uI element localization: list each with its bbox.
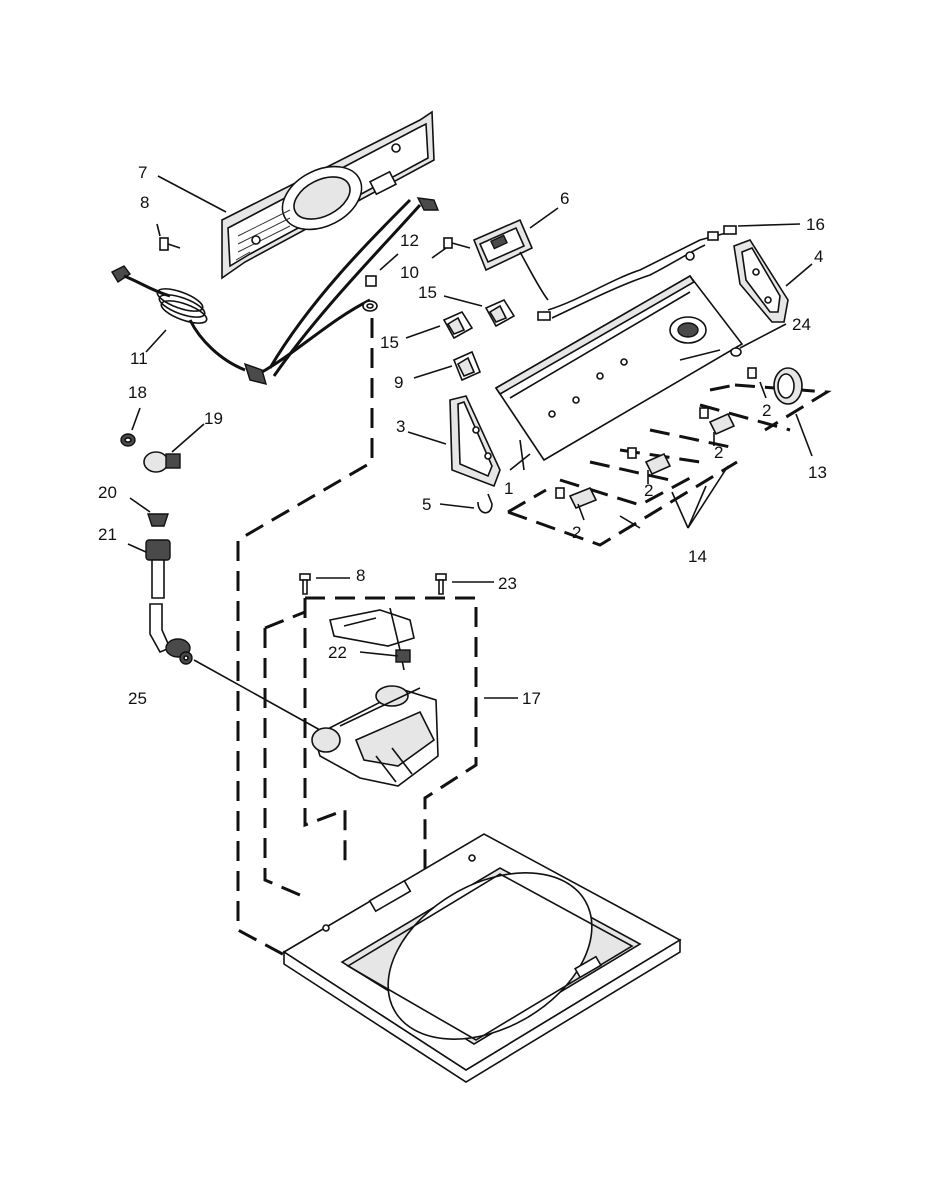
washer-18 [120,433,136,447]
callout-9: 9 [394,373,403,392]
callout-2: 2 [644,481,653,500]
hose-21 [145,539,191,658]
callout-8: 8 [356,566,365,585]
knob-2-b [627,447,672,476]
callout-12: 12 [400,231,419,250]
end-cap-left [449,395,501,488]
fitting-20 [147,513,169,527]
rear-console-panel [221,110,435,280]
callout-2: 2 [572,523,581,542]
knob-2-c [699,407,736,436]
power-cord [111,197,440,385]
switch-9 [452,350,482,382]
clip-5 [477,493,493,514]
callout-15: 15 [418,283,437,302]
ground-screw-12 [362,275,378,312]
washer-25 [179,651,193,665]
wire-harness [537,225,737,321]
screw-8-lower [299,573,311,595]
switch-15-upper [484,298,516,328]
screw-8-top [159,237,181,251]
callout-7: 7 [138,163,147,182]
switch-15-lower [442,310,474,340]
washer-top-base [282,833,682,1083]
callout-6: 6 [560,189,569,208]
callout-5: 5 [422,495,431,514]
callout-labels: 1 2 2 2 2 3 4 5 6 7 8 8 9 10 11 12 13 14… [98,163,827,708]
callout-13: 13 [808,463,827,482]
callout-16: 16 [806,215,825,234]
callout-17: 17 [522,689,541,708]
callout-2: 2 [762,401,771,420]
callout-18: 18 [128,383,147,402]
console-panel [494,274,744,462]
callout-3: 3 [396,417,405,436]
control-board [472,218,549,301]
callout-1: 1 [504,479,513,498]
callout-2: 2 [714,443,723,462]
callout-25: 25 [128,689,147,708]
callout-21: 21 [98,525,117,544]
callout-4: 4 [814,247,823,266]
callout-20: 20 [98,483,117,502]
hose-to-valve-line [193,659,321,731]
leader-lines [127,175,813,699]
water-valve-17 [311,685,439,787]
callout-23: 23 [498,574,517,593]
callout-24: 24 [792,315,811,334]
knob-2-a [555,486,598,510]
callout-22: 22 [328,643,347,662]
callout-11: 11 [130,349,148,368]
callout-15: 15 [380,333,399,352]
screw-10 [443,237,471,249]
fitting-19 [143,451,181,473]
end-cap-right [733,239,789,323]
callout-10: 10 [400,263,419,282]
callout-8: 8 [140,193,149,212]
callout-14: 14 [688,547,707,566]
screw-23 [435,573,447,595]
knob-2-d [747,367,803,405]
callout-19: 19 [204,409,223,428]
console-clip-24 [730,347,742,357]
